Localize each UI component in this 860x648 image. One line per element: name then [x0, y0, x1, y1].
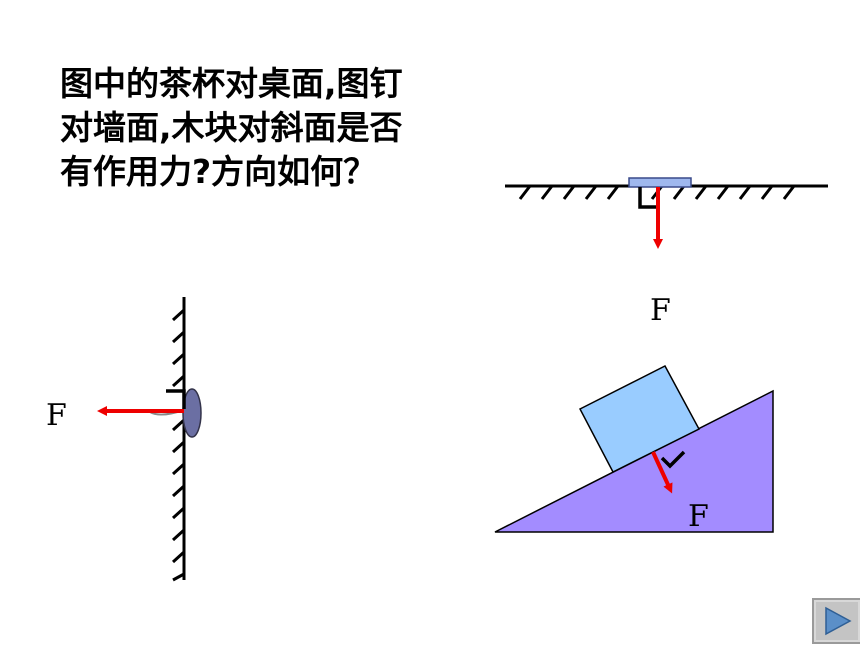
question-text: 图中的茶杯对桌面,图钉 对墙面,木块对斜面是否 有作用力?方向如何？ [60, 62, 460, 194]
play-triangle-icon [812, 598, 860, 644]
wall-hatching [171, 308, 186, 582]
wooden-block [578, 365, 701, 473]
wall-diagram: F [46, 297, 202, 582]
force-label-incline: F [688, 499, 709, 534]
question-line-1: 图中的茶杯对桌面,图钉 [60, 64, 403, 103]
teacup-base [628, 177, 692, 188]
next-slide-button[interactable] [812, 598, 860, 644]
right-angle-mark [660, 450, 686, 469]
table-hatching [518, 185, 796, 200]
force-label-wall: F [46, 398, 67, 433]
right-angle-mark [166, 389, 186, 409]
force-arrow-incline [651, 451, 673, 494]
right-angle-mark [638, 187, 656, 209]
question-line-3: 有作用力?方向如何？ [60, 152, 377, 191]
incline-diagram: F [494, 365, 774, 534]
question-line-2: 对墙面,木块对斜面是否 [60, 108, 403, 147]
force-label-table: F [650, 293, 671, 328]
table-diagram: F [505, 177, 828, 328]
